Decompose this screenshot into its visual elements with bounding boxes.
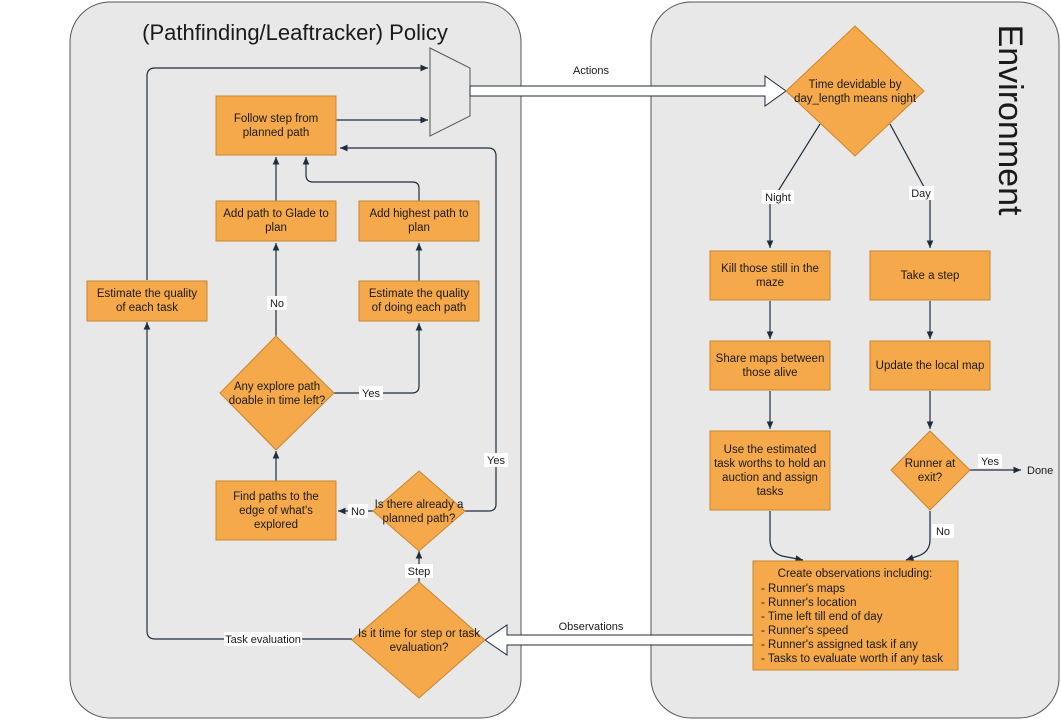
environment-title: Environment xyxy=(991,25,1029,216)
label-exit-yes: Yes xyxy=(978,454,1002,468)
policy-title: (Pathfinding/Leaftracker) Policy xyxy=(142,20,448,45)
svg-text:No: No xyxy=(351,506,365,518)
label-exit-no: No xyxy=(932,524,954,538)
svg-text:Night: Night xyxy=(765,192,791,204)
label-step: Step xyxy=(405,564,433,578)
label-explore-yes: Yes xyxy=(359,386,383,400)
svg-text:Take a step: Take a step xyxy=(901,270,960,282)
action-multiplexer xyxy=(429,47,471,137)
svg-text:Yes: Yes xyxy=(487,455,505,467)
edge-explore-yes xyxy=(334,323,423,394)
label-night: Night xyxy=(762,190,794,204)
svg-text:Step: Step xyxy=(408,566,431,578)
label-day: Day xyxy=(909,186,934,200)
svg-text:- Tasks to evaluate worth if a: - Tasks to evaluate worth if any task xyxy=(761,653,943,665)
svg-text:- Runner's location: - Runner's location xyxy=(761,597,857,609)
edge-use-to-obs xyxy=(769,511,804,562)
svg-text:Yes: Yes xyxy=(981,456,999,468)
observations-arrow xyxy=(484,624,754,656)
node-update-map: Update the local map xyxy=(869,340,991,391)
svg-text:- Runner's assigned task if an: - Runner's assigned task if any xyxy=(761,639,918,651)
node-take-step: Take a step xyxy=(869,250,991,301)
environment-panel xyxy=(650,1,1060,719)
svg-text:Day: Day xyxy=(911,188,931,200)
label-task-evaluation: Task evaluation xyxy=(224,632,302,646)
edge-exit-no xyxy=(905,511,931,561)
edge-estimate-task-to-mux xyxy=(146,64,428,280)
edge-highest-to-follow xyxy=(302,157,420,201)
svg-text:Yes: Yes xyxy=(362,388,380,400)
svg-text:Create observations including:: Create observations including: xyxy=(778,568,933,580)
label-planned-yes: Yes xyxy=(484,453,508,467)
svg-text:Task evaluation: Task evaluation xyxy=(225,634,301,646)
actions-arrow xyxy=(469,75,787,107)
node-observations: Create observations including: - Runner'… xyxy=(752,560,959,671)
actions-label: Actions xyxy=(573,65,610,77)
observations-label: Observations xyxy=(559,621,624,633)
svg-text:- Runner's maps: - Runner's maps xyxy=(761,583,845,595)
svg-text:- Time left till end of day: - Time left till end of day xyxy=(761,611,883,623)
svg-text:No: No xyxy=(270,298,284,310)
svg-text:- Runner's speed: - Runner's speed xyxy=(761,625,848,637)
edge-task-eval xyxy=(143,322,352,640)
svg-text:No: No xyxy=(936,526,950,538)
edge-planned-yes xyxy=(340,144,497,512)
label-done: Done xyxy=(1027,465,1053,477)
label-explore-no: No xyxy=(267,296,287,310)
label-planned-no: No xyxy=(348,504,368,518)
svg-text:Update the local map: Update the local map xyxy=(876,360,985,372)
